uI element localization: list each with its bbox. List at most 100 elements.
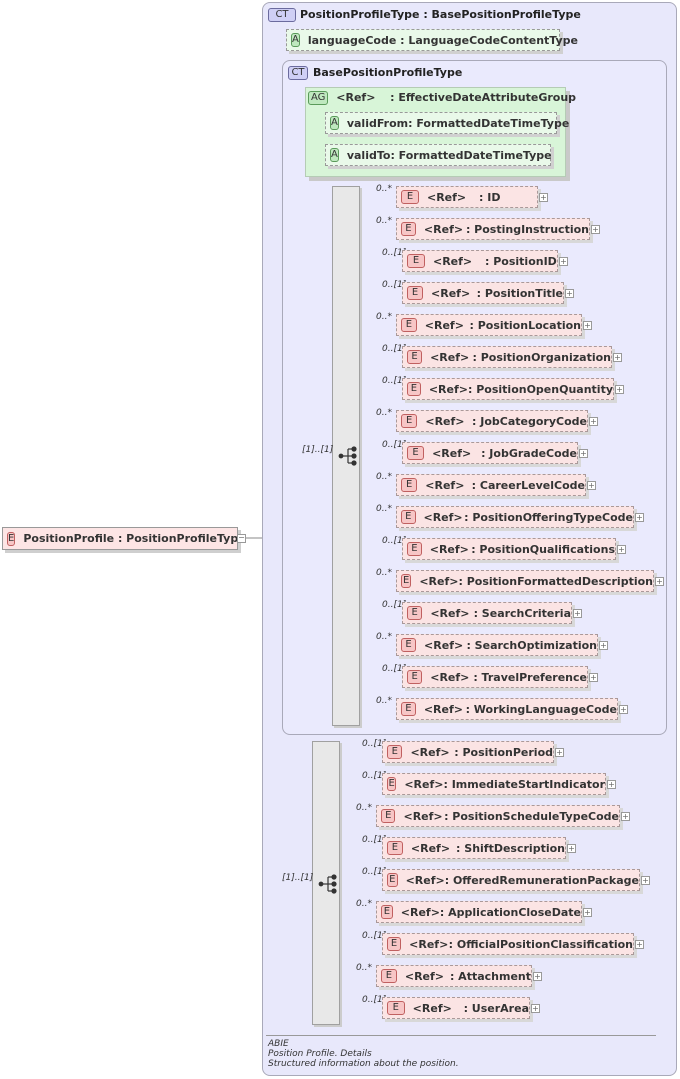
root-element-label: PositionProfile : PositionProfileType xyxy=(23,532,246,545)
expand-toggle[interactable]: + xyxy=(573,609,582,618)
element-badge: E xyxy=(387,745,403,759)
element-ref-label: <Ref> xyxy=(410,841,451,855)
element-type-label: : PositionTitle xyxy=(476,286,563,300)
expand-toggle[interactable]: + xyxy=(555,748,564,757)
element-cardinality: 0..[1] xyxy=(362,771,387,781)
collapse-toggle-root[interactable]: − xyxy=(237,533,246,543)
expand-toggle[interactable]: + xyxy=(567,844,576,853)
element-ref-job-grade-code[interactable]: E<Ref>: JobGradeCode xyxy=(402,442,578,464)
element-ref-label: <Ref> xyxy=(433,254,473,268)
element-badge: E xyxy=(407,670,423,684)
element-ref-position-qualifications[interactable]: E<Ref>: PositionQualifications xyxy=(402,538,616,560)
element-ref-position-location[interactable]: E<Ref>: PositionLocation xyxy=(396,314,582,336)
expand-toggle[interactable]: + xyxy=(583,908,592,917)
expand-toggle[interactable]: + xyxy=(607,780,616,789)
element-ref-working-language-code[interactable]: E<Ref>: WorkingLanguageCode xyxy=(396,698,618,720)
element-cardinality: 0..[1] xyxy=(362,931,387,941)
annotation-divider xyxy=(266,1035,656,1036)
element-badge: E xyxy=(381,905,393,919)
element-ref-position-open-quantity[interactable]: E<Ref>: PositionOpenQuantity xyxy=(402,378,614,400)
element-cardinality: 0..* xyxy=(376,408,392,418)
element-ref-posting-instruction[interactable]: E<Ref>: PostingInstruction xyxy=(396,218,590,240)
element-ref-position-period[interactable]: E<Ref>: PositionPeriod xyxy=(382,741,554,763)
complex-type-badge: CT xyxy=(268,8,296,22)
element-badge: E xyxy=(401,414,418,428)
root-element-position-profile[interactable]: E PositionProfile : PositionProfileType xyxy=(2,527,246,550)
element-ref-shift-description[interactable]: E<Ref>: ShiftDescription xyxy=(382,837,566,859)
element-ref-position-id[interactable]: E<Ref>: PositionID xyxy=(402,250,558,272)
expand-toggle[interactable]: + xyxy=(589,417,598,426)
inner-type-title: BasePositionProfileType xyxy=(313,66,463,79)
element-type-label: : ShiftDescription xyxy=(456,841,565,855)
expand-toggle[interactable]: + xyxy=(619,705,628,714)
element-ref-position-schedule-type-code[interactable]: E<Ref>: PositionScheduleTypeCode xyxy=(376,805,620,827)
element-badge: E xyxy=(407,606,423,620)
element-type-label: : WorkingLanguageCode xyxy=(465,702,617,716)
expand-toggle[interactable]: + xyxy=(583,321,592,330)
element-ref-position-organization[interactable]: E<Ref>: PositionOrganization xyxy=(402,346,612,368)
element-badge: E xyxy=(407,350,423,364)
element-badge: E xyxy=(401,638,417,652)
attribute-name: validTo xyxy=(346,148,391,162)
expand-toggle[interactable]: + xyxy=(617,545,626,554)
element-ref-position-offering-type-code[interactable]: E<Ref>: PositionOfferingTypeCode xyxy=(396,506,634,528)
element-ref-travel-preference[interactable]: E<Ref>: TravelPreference xyxy=(402,666,588,688)
element-badge: E xyxy=(401,318,417,332)
attribute-valid-from[interactable]: A validFrom : FormattedDateTimeType xyxy=(325,112,569,134)
element-ref-immediate-start-indicator[interactable]: E<Ref>: ImmediateStartIndicator xyxy=(382,773,606,795)
expand-toggle[interactable]: + xyxy=(565,289,574,298)
element-badge: E xyxy=(401,478,418,492)
element-cardinality: 0..* xyxy=(356,963,372,973)
expand-toggle[interactable]: + xyxy=(613,353,622,362)
element-ref-label: <Ref> xyxy=(404,777,444,791)
element-ref-career-level-code[interactable]: E<Ref>: CareerLevelCode xyxy=(396,474,586,496)
element-cardinality: 0..* xyxy=(376,312,392,322)
element-ref-user-area[interactable]: E<Ref>: UserArea xyxy=(382,997,530,1019)
attribute-language-code[interactable]: A languageCode : LanguageCodeContentType xyxy=(286,29,578,51)
expand-toggle[interactable]: + xyxy=(533,972,542,981)
element-ref-offered-remuneration-package[interactable]: E<Ref>: OfferedRemunerationPackage xyxy=(382,869,640,891)
element-ref-application-close-date[interactable]: E<Ref>: ApplicationCloseDate xyxy=(376,901,582,923)
expand-toggle[interactable]: + xyxy=(559,257,568,266)
element-type-label: : PositionOrganization xyxy=(472,350,612,364)
expand-toggle[interactable]: + xyxy=(635,513,644,522)
element-badge: E xyxy=(381,809,396,823)
expand-toggle[interactable]: + xyxy=(599,641,608,650)
element-type-label: : PositionFormattedDescription xyxy=(458,574,653,588)
element-ref-official-position-classification[interactable]: E<Ref>: OfficialPositionClassification xyxy=(382,933,634,955)
element-ref-label: <Ref> xyxy=(412,1001,452,1015)
expand-toggle[interactable]: + xyxy=(531,1004,540,1013)
expand-toggle[interactable]: + xyxy=(615,385,624,394)
expand-toggle[interactable]: + xyxy=(655,577,664,586)
expand-toggle[interactable]: + xyxy=(587,481,596,490)
element-ref-label: <Ref> xyxy=(427,190,467,204)
element-ref-job-category-code[interactable]: E<Ref>: JobCategoryCode xyxy=(396,410,588,432)
element-ref-label: <Ref> xyxy=(425,478,465,492)
element-ref-search-optimization[interactable]: E<Ref>: SearchOptimization xyxy=(396,634,598,656)
element-badge: E xyxy=(407,446,425,460)
expand-toggle[interactable]: + xyxy=(579,449,588,458)
element-cardinality: 0..[1] xyxy=(362,867,387,877)
element-ref-label: <Ref> xyxy=(428,382,468,396)
element-ref-id[interactable]: E<Ref>: ID xyxy=(396,186,538,208)
element-cardinality: 0..* xyxy=(356,899,372,909)
expand-toggle[interactable]: + xyxy=(539,193,548,202)
expand-toggle[interactable]: + xyxy=(635,940,644,949)
element-ref-label: <Ref> xyxy=(400,905,440,919)
element-type-label: : ImmediateStartIndicator xyxy=(443,777,605,791)
element-type-label: : ID xyxy=(479,190,501,204)
element-ref-position-title[interactable]: E<Ref>: PositionTitle xyxy=(402,282,564,304)
element-cardinality: 0..[1] xyxy=(382,664,407,674)
element-ref-position-formatted-description[interactable]: E<Ref>: PositionFormattedDescription xyxy=(396,570,654,592)
expand-toggle[interactable]: + xyxy=(641,876,650,885)
element-type-label: : PositionOpenQuantity xyxy=(468,382,613,396)
expand-toggle[interactable]: + xyxy=(621,812,630,821)
element-cardinality: 0..[1] xyxy=(382,248,407,258)
expand-toggle[interactable]: + xyxy=(591,225,600,234)
element-cardinality: 0..[1] xyxy=(382,280,407,290)
element-ref-search-criteria[interactable]: E<Ref>: SearchCriteria xyxy=(402,602,572,624)
element-ref-attachment[interactable]: E<Ref>: Attachment xyxy=(376,965,532,987)
attribute-valid-to[interactable]: A validTo : FormattedDateTimeType xyxy=(325,144,552,166)
element-cardinality: 0..[1] xyxy=(382,536,407,546)
expand-toggle[interactable]: + xyxy=(589,673,598,682)
